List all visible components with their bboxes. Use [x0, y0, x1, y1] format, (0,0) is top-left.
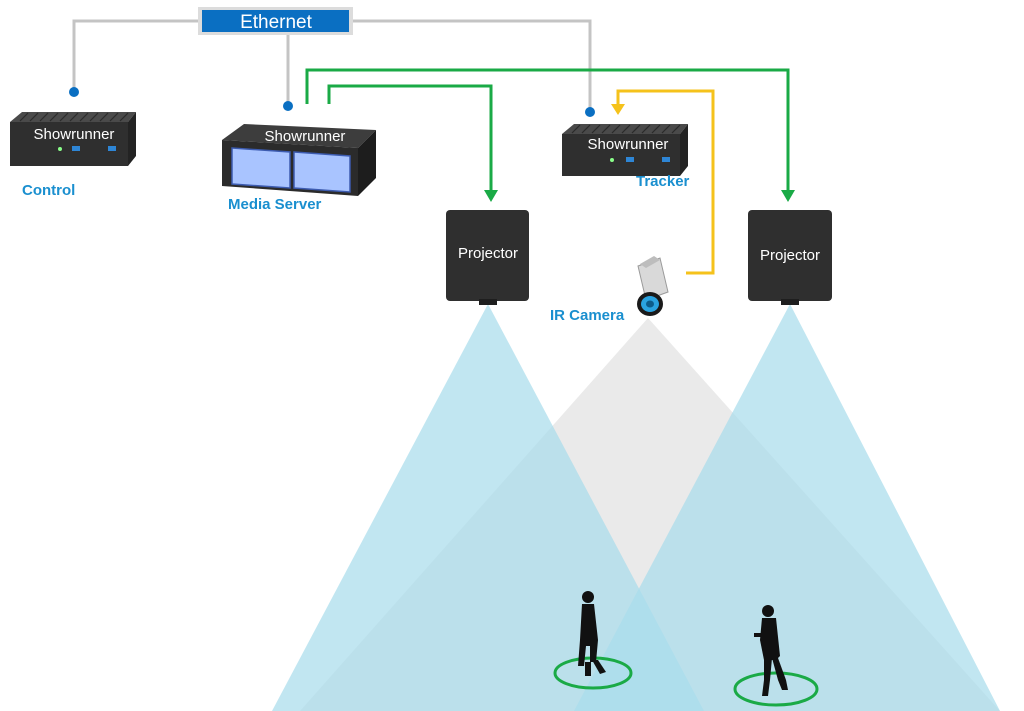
server-icon: [222, 124, 376, 148]
media-server-showrunner: Showrunner Media Server: [222, 124, 376, 213]
video-links: [305, 68, 790, 192]
ethernet-link-tracker: [352, 19, 592, 112]
tracker-showrunner: Showrunner Tracker: [562, 124, 690, 190]
projector-label: Projector: [458, 245, 518, 262]
control-showrunner: Showrunner Control: [10, 112, 136, 199]
projector-left: Projector: [446, 210, 529, 305]
video-link-projector-right: [305, 68, 790, 192]
person-icon: [578, 591, 606, 676]
video-link-projector-left: [327, 84, 493, 192]
projector-right: Projector: [748, 210, 832, 305]
tracked-person-right: [733, 605, 819, 707]
projector-left-beam: [272, 304, 704, 711]
camera-icon: [637, 256, 669, 316]
arrowhead-tracker: [611, 104, 625, 115]
projector-icon: [446, 210, 529, 301]
ethernet-wiring: [72, 19, 592, 112]
camera-label: IR Camera: [550, 307, 625, 324]
ethernet-port-dot: [283, 101, 293, 111]
device-name: Showrunner: [265, 128, 346, 145]
device-name: Showrunner: [588, 136, 669, 153]
arrowhead-projector-left: [484, 190, 498, 202]
ethernet-switch: Ethernet: [198, 7, 353, 35]
role-label-tracker: Tracker: [636, 173, 690, 190]
projector-icon: [748, 210, 832, 301]
role-label-media-server: Media Server: [228, 196, 322, 213]
drive-bay-right: [293, 151, 351, 193]
tracking-ring: [733, 671, 819, 707]
ethernet-link-control: [72, 19, 200, 92]
ir-camera: IR Camera: [550, 256, 669, 324]
drive-bay-left: [231, 147, 291, 189]
beams: [272, 304, 1000, 711]
role-label-control: Control: [22, 182, 75, 199]
ethernet-port-dot: [585, 107, 595, 117]
projector-right-beam: [574, 304, 1000, 711]
arrowhead-projector-right: [781, 190, 795, 202]
device-name: Showrunner: [34, 126, 115, 143]
ethernet-port-dot: [69, 87, 79, 97]
tracking-link: [616, 89, 715, 275]
projector-label: Projector: [760, 247, 820, 264]
ethernet-label: Ethernet: [240, 12, 313, 33]
tracked-person-left: [553, 591, 633, 690]
person-icon: [754, 605, 788, 696]
